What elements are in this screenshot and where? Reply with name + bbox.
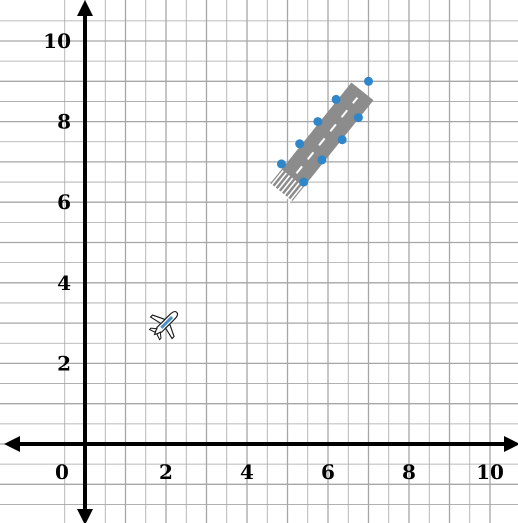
x-tick-label: 8	[402, 460, 416, 484]
runway-light	[299, 177, 309, 187]
runway-centerline-dash	[340, 109, 348, 118]
y-tick-label: 10	[43, 29, 71, 53]
runway-light	[337, 135, 347, 145]
runway-light	[295, 139, 305, 149]
airplane-tail-left	[148, 327, 158, 333]
y-tick-label: 4	[57, 271, 71, 295]
runway-light	[276, 159, 286, 169]
runway-strip	[268, 82, 374, 204]
runway-light	[364, 76, 373, 86]
runway-centerline-dash	[295, 165, 303, 175]
airplane-wing-right	[164, 323, 175, 340]
tick-labels: 0 2 4 6 8 10 2 4 6 8 10	[43, 29, 504, 484]
x-tick-label: 10	[476, 460, 504, 484]
runway-threshold-stripe	[275, 175, 291, 194]
runway-centerline-dash	[329, 123, 337, 132]
x-tick-label: 4	[240, 460, 254, 484]
y-tick-label: 2	[57, 351, 71, 375]
airplane-accent	[160, 315, 174, 329]
runway-light	[353, 113, 363, 123]
runway-centerline-dash	[318, 137, 326, 146]
airplane-wing-left	[149, 314, 167, 325]
runway-light	[313, 117, 323, 127]
x-tick-label: 0	[55, 460, 69, 484]
runway-threshold-stripe	[271, 172, 288, 191]
runway-light	[317, 155, 327, 165]
runway-threshold-stripe	[278, 177, 294, 196]
runway-threshold-stripe	[287, 185, 303, 204]
y-tick-label: 6	[57, 190, 71, 214]
x-tick-label: 6	[321, 460, 335, 484]
airplane-tail-right	[156, 331, 162, 341]
runway-threshold-stripe	[281, 180, 297, 199]
runway-centerline-dash	[306, 151, 315, 161]
airplane-body	[148, 311, 179, 341]
runway-light	[331, 94, 341, 104]
airplane-icon	[148, 311, 179, 341]
runway-centerline-dash	[352, 96, 359, 104]
runway-threshold-stripe	[284, 182, 300, 201]
runway	[268, 76, 374, 204]
runway-threshold-stripe	[268, 169, 284, 189]
y-tick-label: 8	[57, 110, 71, 134]
axes	[4, 0, 518, 523]
x-tick-label: 2	[159, 460, 173, 484]
